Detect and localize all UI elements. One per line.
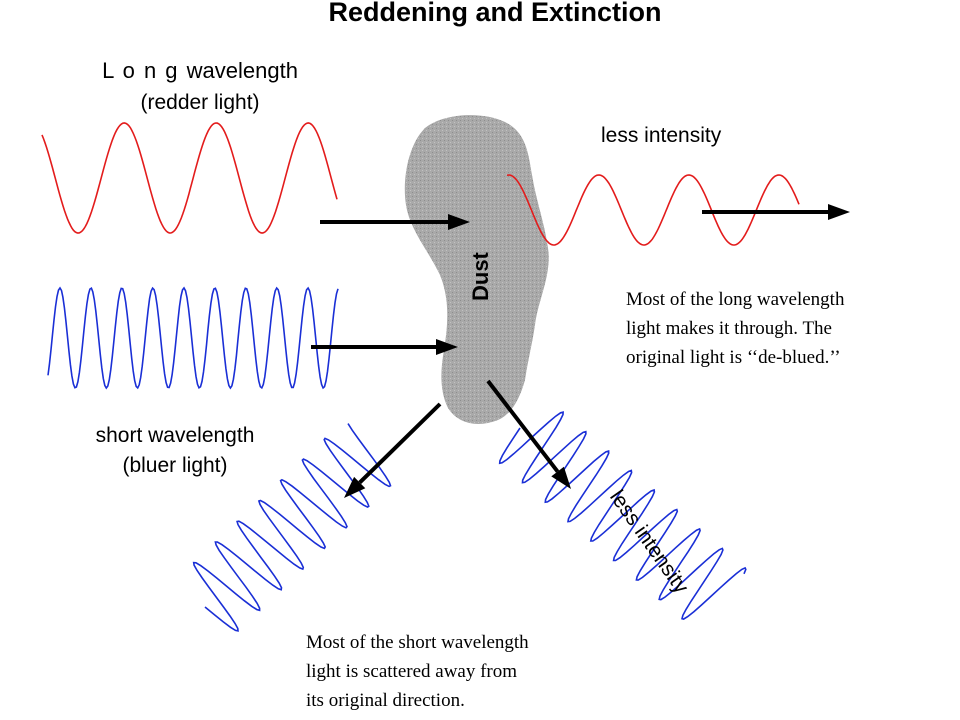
scattered-note-line: light is scattered away from xyxy=(306,661,518,682)
less-intensity-label-right: less intensity xyxy=(601,124,722,147)
arrows xyxy=(311,204,850,498)
arrow-scatter-right-head-icon xyxy=(551,466,571,489)
arrow-long-transmitted xyxy=(702,204,850,220)
scattered-note-line: its original direction. xyxy=(306,690,465,711)
arrow-short-incoming xyxy=(311,339,458,355)
dust-cloud xyxy=(404,115,549,424)
scattered-note-line: Most of the short wavelength xyxy=(306,632,529,653)
red-wave-incoming xyxy=(41,122,338,234)
arrow-long-transmitted-head-icon xyxy=(828,204,850,220)
transmitted-note: Most of the long wavelength light makes … xyxy=(626,285,844,372)
arrow-scatter-left-shaft xyxy=(358,402,442,485)
long-wavelength-label: L o n g wavelength xyxy=(102,58,298,83)
arrow-long-incoming-head-icon xyxy=(448,214,470,230)
arrow-long-incoming xyxy=(320,214,470,230)
arrow-scatter-left-head-icon xyxy=(344,476,366,498)
arrow-scatter-left xyxy=(344,402,442,498)
transmitted-note-line: original light is ‘‘de-blued.’’ xyxy=(626,347,841,368)
redder-light-label: (redder light) xyxy=(140,91,260,114)
transmitted-note-line: Most of the long wavelength xyxy=(626,289,845,310)
transmitted-note-line: light makes it through. The xyxy=(626,318,832,339)
bluer-light-label: (bluer light) xyxy=(122,454,228,477)
dust-label: Dust xyxy=(468,252,493,301)
blue-wave-incoming xyxy=(47,286,339,390)
arrow-short-incoming-head-icon xyxy=(436,339,458,355)
page-title: Reddening and Extinction xyxy=(328,0,662,27)
blue-wave-scattered-left xyxy=(192,423,392,632)
short-wavelength-label: short wavelength xyxy=(95,424,255,447)
scattered-note: Most of the short wavelength light is sc… xyxy=(306,628,529,715)
arrow-scatter-right xyxy=(486,379,571,489)
red-wave-outgoing xyxy=(506,174,800,246)
arrow-scatter-right-shaft xyxy=(486,379,560,473)
